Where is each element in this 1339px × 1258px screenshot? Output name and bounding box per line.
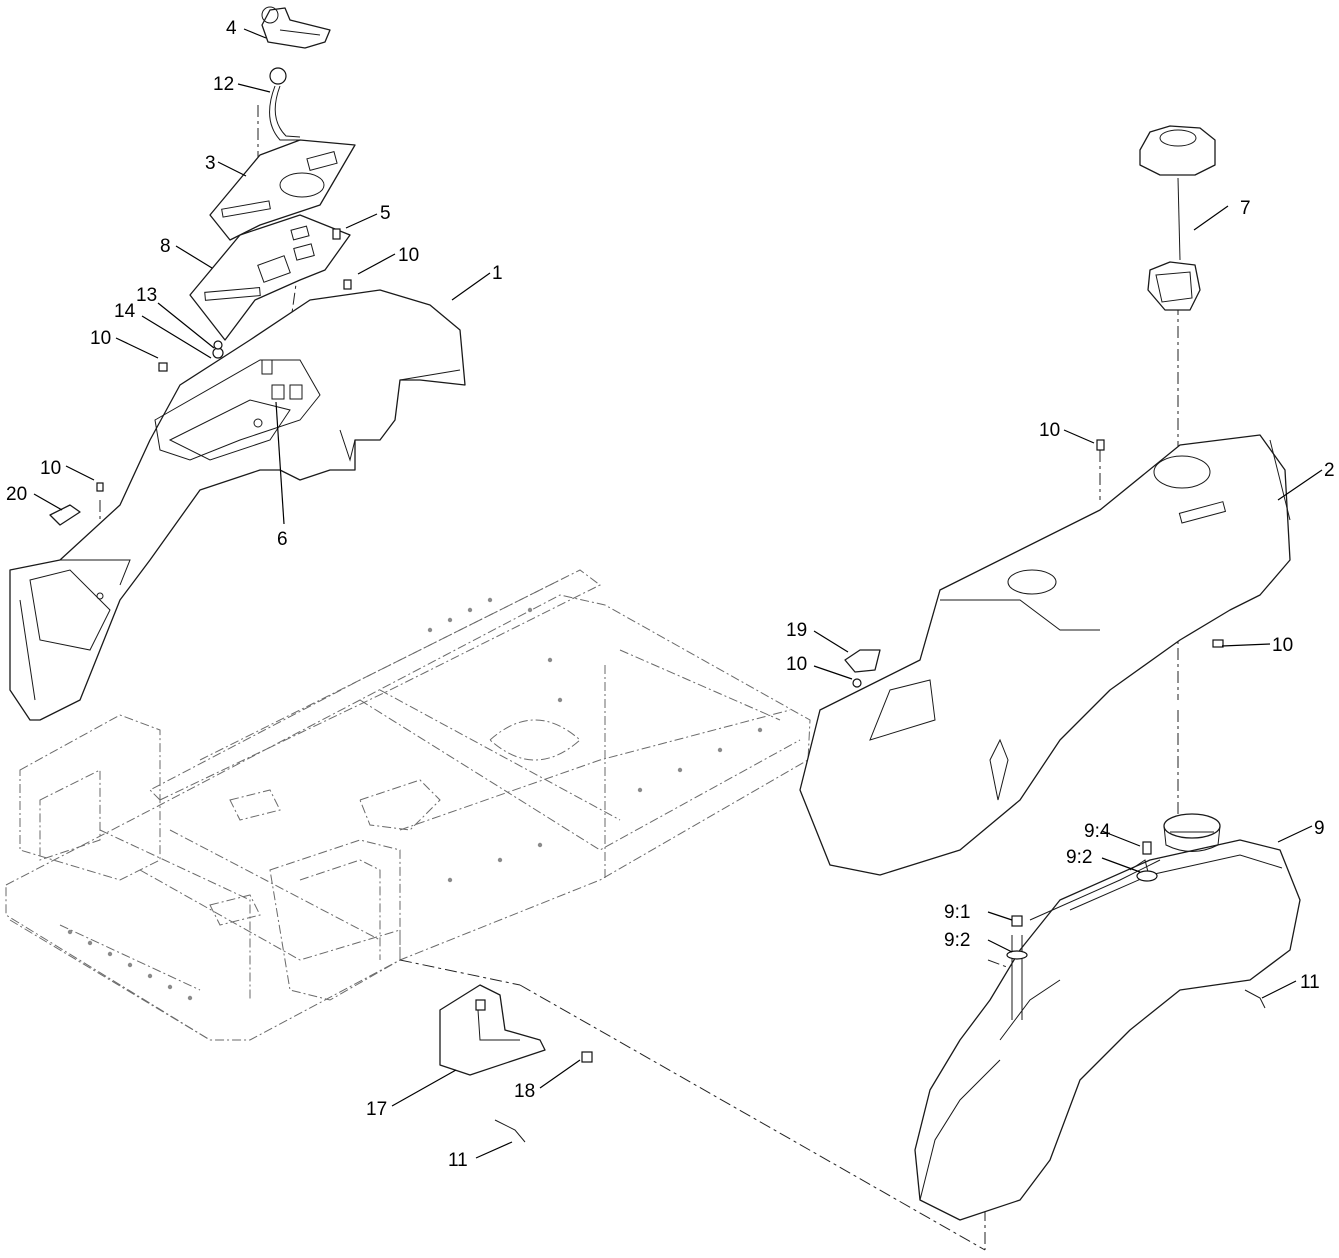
mounting-bracket [439,984,546,1076]
tank-fittings [1006,841,1158,1020]
callout-7: 7 [1240,198,1251,219]
left-console-cover [9,289,466,721]
callout-2: 2 [1324,460,1335,481]
callout-20: 20 [6,484,27,505]
left-hardware [49,228,352,526]
bracket-bolt [581,1051,593,1063]
callout-8: 8 [160,236,171,257]
callout-19: 19 [786,620,807,641]
decal-panel [209,139,356,241]
callout-10: 10 [1039,420,1060,441]
callout-12: 12 [213,74,234,95]
callout-labels: 4 12 3 5 8 10 1 13 14 10 10 20 6 7 10 2 … [6,18,1335,1171]
callout-1: 1 [492,263,503,284]
fuel-cap [1139,125,1216,311]
callout-11: 11 [448,1150,468,1171]
right-hardware [844,439,1224,688]
callout-10: 10 [40,458,61,479]
callout-9-2: 9:2 [944,930,970,951]
throttle-control [261,6,331,49]
callout-18: 18 [514,1081,535,1102]
callout-9-1: 9:1 [944,902,970,923]
callout-11: 11 [1300,972,1320,993]
callout-13: 13 [136,285,157,306]
callout-10: 10 [90,328,111,349]
callout-10: 10 [1272,635,1293,656]
callout-10: 10 [786,654,807,675]
callout-6: 6 [277,529,288,550]
right-fuel-console [799,434,1291,876]
control-panel-plate [189,214,351,341]
callout-5: 5 [380,203,391,224]
callout-4: 4 [226,18,237,39]
callout-9-2: 9:2 [1066,847,1092,868]
chassis-frame [5,569,811,1041]
callout-3: 3 [205,153,216,174]
hose-clips [494,989,1266,1143]
callout-14: 14 [114,301,136,322]
callout-17: 17 [366,1099,387,1120]
shift-lever [269,67,301,141]
leader-lines [33,28,1323,1159]
fuel-tank [914,813,1301,1221]
callout-9: 9 [1314,818,1325,839]
callout-9-4: 9:4 [1084,821,1111,842]
callout-10: 10 [398,245,419,266]
